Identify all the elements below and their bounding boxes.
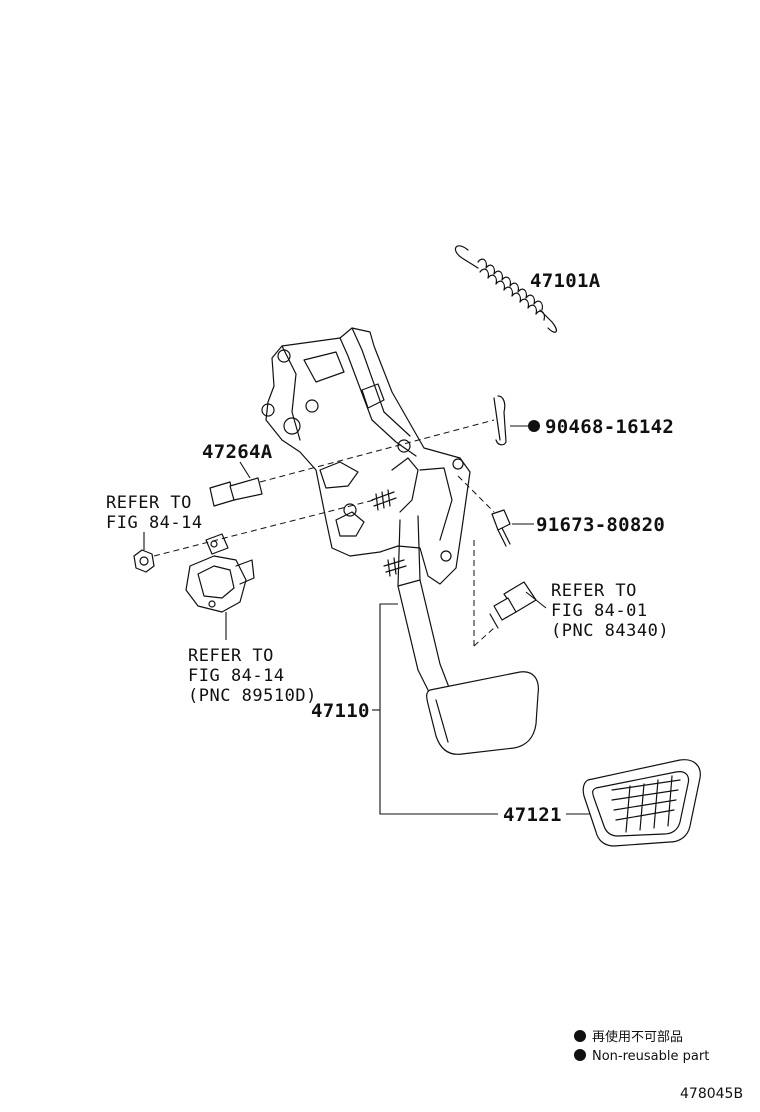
legend-dot-en: [574, 1049, 586, 1061]
brake-pedal-arm-47110[interactable]: [397, 515, 539, 755]
clip-90468-16142[interactable]: [493, 395, 507, 446]
stroke-sensor[interactable]: [185, 533, 255, 613]
figure-code: 478045B: [680, 1086, 743, 1102]
legend: 再使用不可部品 Non-reusable part: [574, 1029, 709, 1064]
nut-ref-line2: FIG 84-14: [106, 513, 203, 533]
sensor-ref-line2: FIG 84-14: [188, 666, 285, 686]
callout-47121: 47121: [503, 804, 562, 826]
nut-ref-line1: REFER TO: [106, 493, 192, 513]
non-reusable-marker: [528, 420, 540, 432]
switch-ref-line2: FIG 84-01: [551, 601, 648, 621]
callout-47264a: 47264A: [202, 441, 273, 463]
pedal-bracket[interactable]: [261, 327, 471, 585]
legend-jp: 再使用不可部品: [592, 1029, 683, 1045]
pin-47264a[interactable]: [209, 477, 263, 507]
stop-lamp-switch[interactable]: [489, 581, 537, 629]
legend-dot-jp: [574, 1030, 586, 1042]
sensor-ref-line1: REFER TO: [188, 646, 274, 666]
callout-91673-80820: 91673-80820: [536, 514, 665, 536]
callout-47101a: 47101A: [530, 270, 601, 292]
callout-bracket: [372, 603, 590, 815]
callout-90468-16142: 90468-16142: [545, 416, 674, 438]
switch-ref-line1: REFER TO: [551, 581, 637, 601]
switch-ref-line3: (PNC 84340): [551, 621, 669, 641]
bolt-91673-80820[interactable]: [491, 509, 511, 547]
assembly-dash-lines: [153, 419, 495, 647]
nut[interactable]: [133, 549, 155, 573]
callout-47110: 47110: [311, 700, 370, 722]
legend-en: Non-reusable part: [592, 1049, 709, 1064]
return-spring-47101a[interactable]: [454, 245, 557, 333]
sensor-ref-line3: (PNC 89510D): [188, 686, 317, 706]
pedal-pad-47121[interactable]: [582, 759, 701, 847]
